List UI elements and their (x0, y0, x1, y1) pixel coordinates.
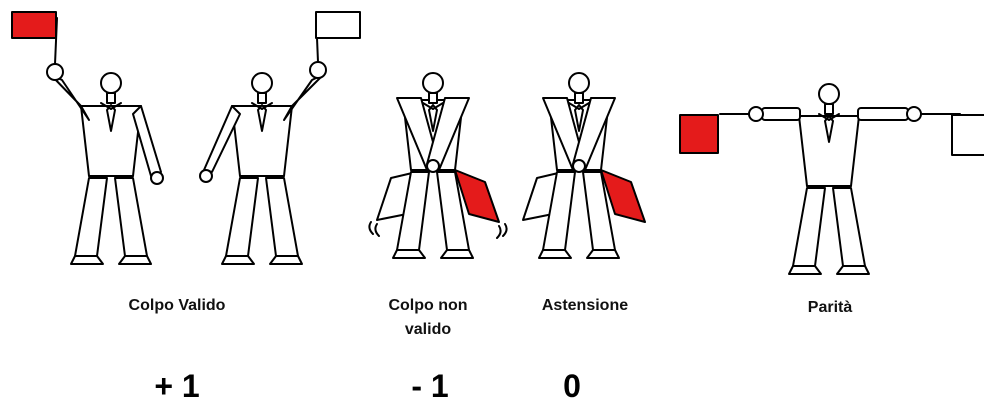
caption-colpo-non-valido: Colpo non valido (368, 294, 488, 342)
score-colpo-valido: + 1 (154, 368, 200, 404)
left-foot (221, 255, 255, 265)
right-leg (832, 187, 866, 267)
head (568, 72, 590, 94)
collar-right (828, 113, 840, 121)
left-foot (70, 255, 104, 265)
right-foot (440, 249, 474, 259)
caption-colpo-valido-text: Colpo Valido (128, 297, 226, 314)
right-foot (586, 249, 620, 259)
collar-left (100, 102, 112, 110)
collar-left (251, 102, 263, 110)
left-hand (199, 169, 213, 183)
white-flag (951, 114, 984, 156)
collar-right (432, 102, 444, 110)
right-arm (857, 107, 909, 121)
right-foot (836, 265, 870, 275)
collar-left (568, 102, 580, 110)
hands (426, 159, 440, 173)
right-hand (906, 106, 922, 122)
hands (572, 159, 586, 173)
white-flag (315, 11, 361, 39)
caption-colpo-non-valido-line2: valido (404, 321, 452, 338)
caption-parita: Parità (770, 296, 890, 320)
right-leg (265, 177, 299, 257)
left-foot (538, 249, 572, 259)
left-leg (792, 187, 826, 267)
head (818, 83, 840, 105)
red-flag (600, 169, 646, 223)
head (422, 72, 444, 94)
referee-tie (679, 83, 984, 275)
neck (428, 92, 438, 104)
left-foot (788, 265, 822, 275)
referee-valid-white (199, 11, 361, 265)
neck (257, 92, 267, 104)
left-foot (392, 249, 426, 259)
left-arm (761, 107, 801, 121)
collar-left (422, 102, 434, 110)
collar-right (110, 102, 122, 110)
collar-right (261, 102, 273, 110)
motion-lines-right (496, 223, 508, 239)
raised-arm (49, 73, 90, 121)
caption-parita-text: Parità (807, 299, 853, 316)
score-astensione: 0 (563, 368, 581, 404)
lowered-arm (203, 105, 241, 173)
right-foot (269, 255, 303, 265)
right-hand (309, 61, 327, 79)
caption-astensione: Astensione (525, 294, 645, 318)
motion-lines-left (368, 221, 380, 237)
referee-abstention (522, 72, 646, 259)
left-leg (225, 177, 259, 257)
referee-not-valid (368, 72, 508, 259)
neck (574, 92, 584, 104)
red-flag (11, 11, 57, 39)
head (251, 72, 273, 94)
red-flag (679, 114, 719, 154)
caption-colpo-non-valido-line1: Colpo non (388, 297, 468, 314)
collar-right (578, 102, 590, 110)
neck (106, 92, 116, 104)
head (100, 72, 122, 94)
red-flag (454, 169, 500, 223)
left-hand (46, 63, 64, 81)
caption-colpo-valido: Colpo Valido (97, 294, 257, 318)
score-colpo-non-valido: - 1 (411, 368, 449, 404)
left-hand (748, 106, 764, 122)
right-hand (150, 171, 164, 185)
raised-arm (283, 73, 325, 121)
right-foot (118, 255, 152, 265)
referee-valid-red (11, 11, 164, 265)
neck (824, 103, 834, 115)
left-leg (74, 177, 108, 257)
collar-left (818, 113, 830, 121)
right-leg (114, 177, 148, 257)
caption-astensione-text: Astensione (541, 297, 629, 314)
